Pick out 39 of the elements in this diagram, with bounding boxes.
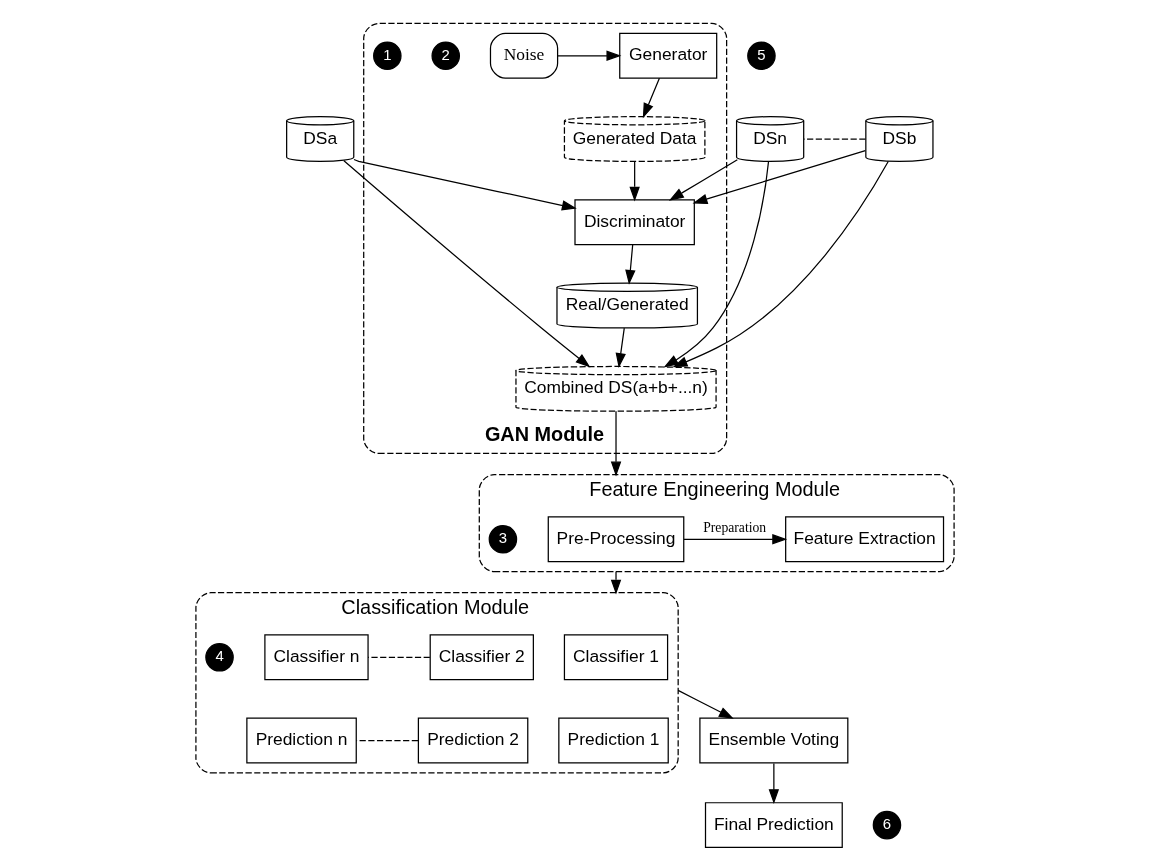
arrow bbox=[610, 570, 622, 595]
arrow bbox=[343, 160, 591, 368]
arrow bbox=[353, 158, 577, 211]
label: 4 bbox=[215, 648, 224, 665]
connector bbox=[367, 656, 431, 658]
arrow bbox=[672, 160, 889, 368]
node-box: Classifier 1 bbox=[563, 634, 669, 681]
node-box: Prediction n bbox=[246, 717, 357, 764]
node-box: Prediction 2 bbox=[417, 717, 529, 764]
arrow bbox=[642, 77, 661, 119]
arrow bbox=[692, 150, 866, 205]
label: 1 bbox=[383, 46, 392, 63]
arrow bbox=[668, 159, 738, 201]
arrow bbox=[768, 762, 780, 805]
connector bbox=[355, 740, 419, 742]
arrow bbox=[625, 244, 636, 285]
node-box: Classifier 2 bbox=[429, 634, 534, 681]
edge-label: Preparation bbox=[703, 519, 767, 535]
node-box: Pre-Processing bbox=[547, 516, 685, 563]
arrow bbox=[629, 160, 640, 202]
connector bbox=[803, 138, 867, 140]
arrow bbox=[677, 689, 734, 719]
arrow bbox=[557, 50, 622, 61]
arrow bbox=[683, 534, 788, 545]
arrow bbox=[663, 161, 770, 368]
node-box: Discriminator bbox=[574, 199, 695, 246]
node-box: Noise bbox=[489, 32, 559, 79]
node-box: Final Prediction bbox=[704, 802, 843, 849]
node-box: Ensemble Voting bbox=[699, 717, 849, 764]
label: 2 bbox=[441, 46, 450, 63]
arrow bbox=[615, 327, 626, 369]
label: 6 bbox=[882, 815, 892, 832]
arrow bbox=[610, 410, 622, 477]
node-box: Generator bbox=[619, 32, 718, 79]
label: 3 bbox=[498, 530, 508, 547]
node-box: Prediction 1 bbox=[558, 717, 669, 764]
label: 5 bbox=[757, 46, 766, 63]
node-box: Classifier n bbox=[264, 634, 369, 681]
node-box: Feature Extraction bbox=[785, 516, 945, 563]
